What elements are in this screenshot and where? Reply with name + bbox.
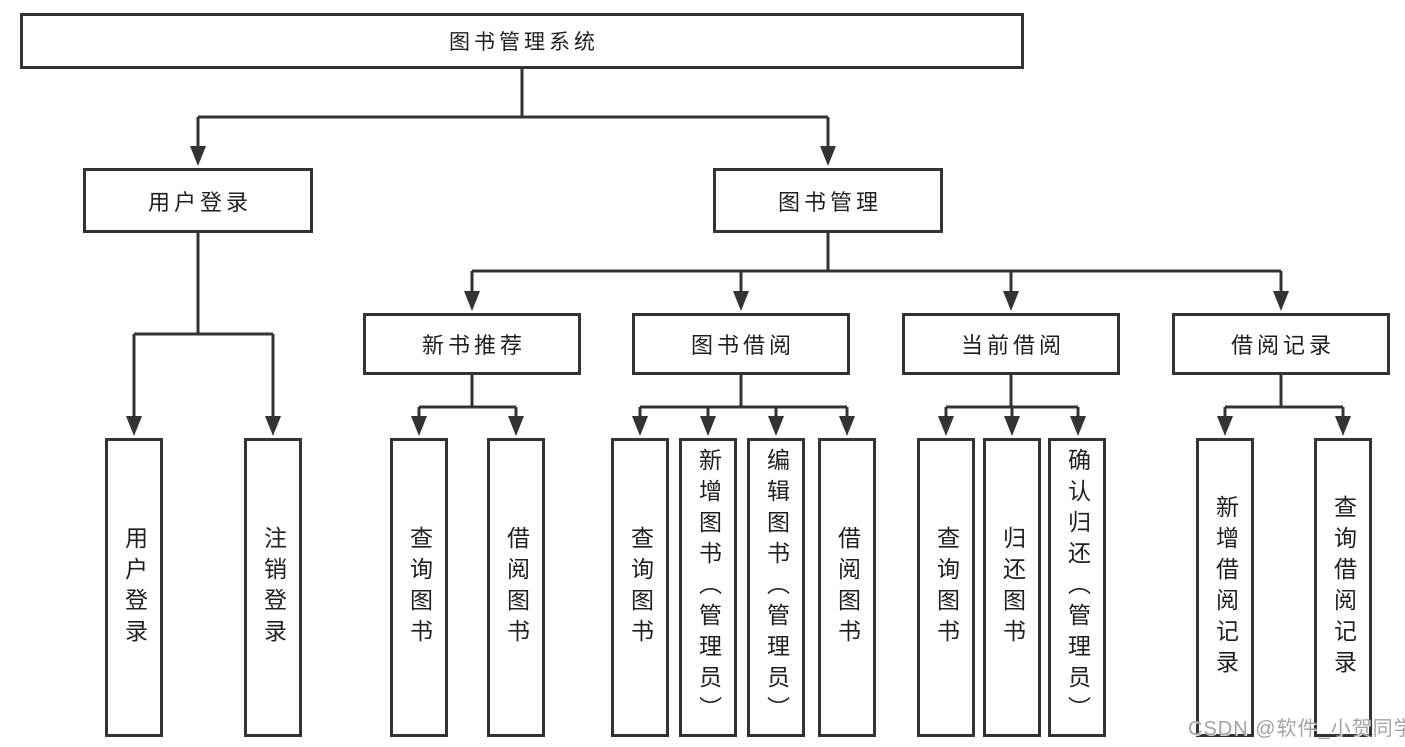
- leaf-logout: 注销登录: [244, 438, 302, 737]
- node-label: 用户登录: [147, 189, 252, 215]
- node-borrow-records: 借阅记录: [1172, 313, 1390, 375]
- node-book-management: 图书管理: [713, 168, 943, 233]
- node-label: 注销登录: [260, 525, 287, 650]
- node-label: 查询图书: [627, 525, 654, 650]
- node-label: 查询图书: [406, 525, 433, 650]
- node-label: 新增图书（管理员）: [695, 448, 722, 727]
- arrowhead: [1335, 416, 1351, 436]
- leaf-records-query-record: 查询借阅记录: [1314, 438, 1372, 737]
- arrowhead: [1273, 291, 1289, 311]
- node-label: 查询借阅记录: [1330, 494, 1357, 681]
- leaf-current-return-books: 归还图书: [983, 438, 1041, 737]
- connector-userlogin-to-leaves: [126, 233, 281, 436]
- leaf-borrow-borrow-books: 借阅图书: [818, 438, 876, 737]
- connector-root-to-branches: [190, 69, 836, 166]
- connector-currentborrow-to-leaves: [938, 375, 1086, 436]
- arrowhead: [1070, 416, 1086, 436]
- arrowhead: [938, 416, 954, 436]
- node-label: 借阅图书: [503, 525, 530, 650]
- leaf-user-login: 用户登录: [105, 438, 163, 737]
- arrowhead: [700, 416, 716, 436]
- arrowhead: [839, 416, 855, 436]
- node-label: 图书管理: [777, 189, 882, 215]
- connector-bookborrow-to-leaves: [632, 375, 855, 436]
- node-new-book-recommend: 新书推荐: [363, 313, 581, 375]
- node-label: 归还图书: [999, 525, 1026, 650]
- arrowhead: [190, 146, 206, 166]
- node-label: 编辑图书（管理员）: [763, 448, 790, 727]
- connector-newbook-to-leaves: [411, 375, 524, 436]
- leaf-current-confirm-return-admin: 确认归还（管理员）: [1048, 438, 1106, 737]
- node-label: 用户登录: [121, 525, 148, 650]
- arrowhead: [820, 146, 836, 166]
- arrowhead: [632, 416, 648, 436]
- node-label: 确认归还（管理员）: [1064, 448, 1091, 727]
- leaf-borrow-edit-books-admin: 编辑图书（管理员）: [747, 438, 805, 737]
- node-user-login: 用户登录: [83, 168, 313, 233]
- arrowhead: [1217, 416, 1233, 436]
- leaf-borrow-query-books: 查询图书: [611, 438, 669, 737]
- node-label: 新增借阅记录: [1212, 494, 1239, 681]
- leaf-records-add-record: 新增借阅记录: [1196, 438, 1254, 737]
- node-current-borrow: 当前借阅: [902, 313, 1120, 375]
- node-book-borrow: 图书借阅: [632, 313, 850, 375]
- leaf-newbook-query-books: 查询图书: [390, 438, 448, 737]
- node-label: 新书推荐: [421, 333, 526, 358]
- csdn-watermark: CSDN @软件_小贺同学: [1188, 718, 1405, 740]
- node-label: 借阅记录: [1230, 333, 1335, 358]
- node-label: 借阅图书: [834, 525, 861, 650]
- leaf-newbook-borrow-books: 借阅图书: [487, 438, 545, 737]
- arrowhead: [1003, 291, 1019, 311]
- node-label: 图书借阅: [690, 333, 795, 358]
- node-root-system: 图书管理系统: [20, 13, 1024, 69]
- arrowhead: [464, 291, 480, 311]
- node-label: 查询图书: [933, 525, 960, 650]
- arrowhead: [411, 416, 427, 436]
- leaf-current-query-books: 查询图书: [917, 438, 975, 737]
- arrowhead: [126, 416, 142, 436]
- connector-bookmgmt-to-modules: [464, 233, 1289, 311]
- node-label: 当前借阅: [960, 333, 1065, 358]
- leaf-borrow-add-books-admin: 新增图书（管理员）: [679, 438, 737, 737]
- connector-records-to-leaves: [1217, 375, 1351, 436]
- node-label: 图书管理系统: [449, 31, 599, 54]
- arrowhead: [1004, 416, 1020, 436]
- arrowhead: [733, 291, 749, 311]
- arrowhead: [768, 416, 784, 436]
- arrowhead: [508, 416, 524, 436]
- arrowhead: [265, 416, 281, 436]
